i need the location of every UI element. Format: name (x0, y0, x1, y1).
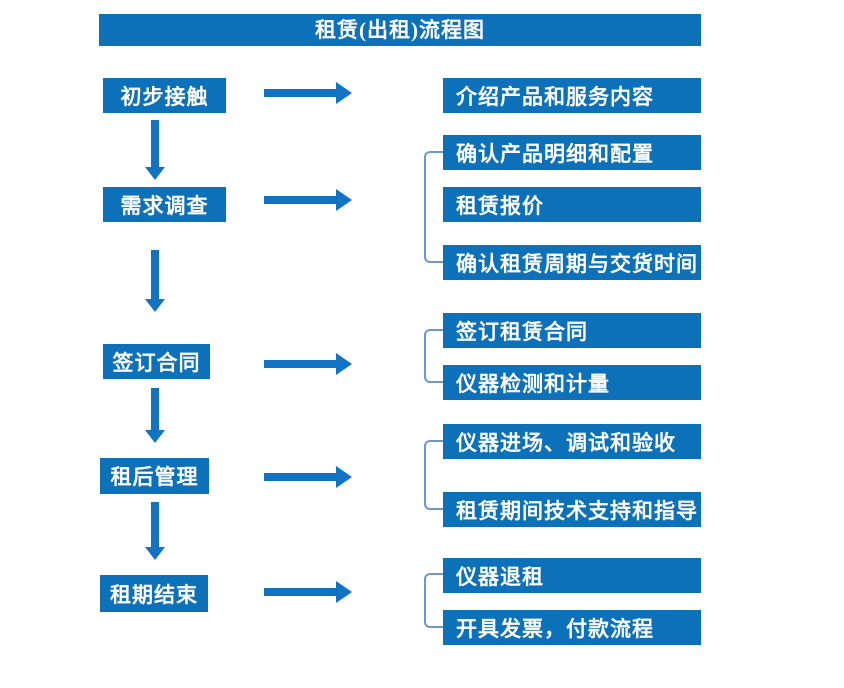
right-arrow-icon (264, 466, 352, 488)
output-box-intro-products: 介绍产品和服务内容 (443, 78, 701, 113)
bracket-icon (424, 329, 443, 383)
output-box-tech-support: 租赁期间技术支持和指导 (443, 492, 701, 527)
bracket-icon (424, 440, 443, 510)
step-box-sign-contract: 签订合同 (103, 344, 210, 379)
bracket-icon (424, 573, 443, 628)
step-box-demand-survey: 需求调查 (103, 187, 226, 222)
down-arrow-icon (145, 250, 165, 312)
step-box-lease-end: 租期结束 (100, 575, 208, 612)
output-box-sign-rental-contract: 签订租赁合同 (443, 313, 701, 348)
right-arrow-icon (264, 581, 352, 603)
output-box-instrument-setup: 仪器进场、调试和验收 (443, 424, 701, 459)
output-box-rental-quote: 租赁报价 (443, 187, 701, 222)
right-arrow-icon (264, 82, 352, 104)
down-arrow-icon (145, 502, 165, 560)
flowchart-title: 租赁(出租)流程图 (99, 14, 701, 46)
output-box-confirm-period: 确认租赁周期与交货时间 (443, 245, 701, 280)
right-arrow-icon (264, 353, 352, 375)
output-box-instrument-return: 仪器退租 (443, 558, 701, 593)
right-arrow-icon (264, 189, 352, 211)
step-box-post-rental-management: 租后管理 (100, 458, 209, 494)
down-arrow-icon (145, 388, 165, 443)
bracket-icon (424, 151, 443, 263)
step-box-initial-contact: 初步接触 (103, 78, 226, 113)
output-box-instrument-testing: 仪器检测和计量 (443, 365, 701, 400)
output-box-confirm-details: 确认产品明细和配置 (443, 135, 701, 170)
output-box-invoice-payment: 开具发票，付款流程 (443, 610, 701, 645)
down-arrow-icon (145, 120, 165, 180)
